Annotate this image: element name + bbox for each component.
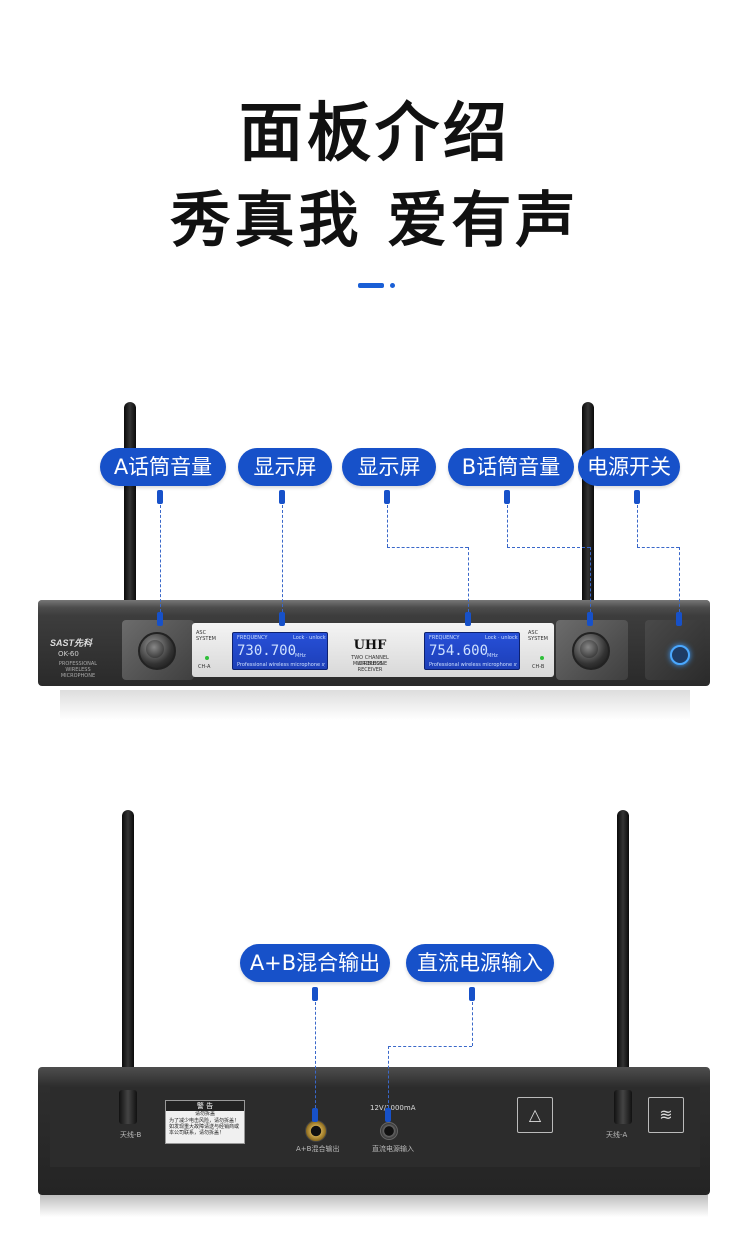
volume-b-knob-cap [580,640,598,658]
rear-shadow [40,1195,708,1217]
uhf-subtitle-1: TWO CHANNEL WIRELESS [351,655,389,667]
brand-logo: SAST先科 [50,638,93,648]
warning-subtitle: 请勿拆盖 [194,1111,215,1117]
marker-power-bottom [676,612,682,626]
marker-power-top [634,490,640,504]
leader-dc-input-1 [472,1002,473,1046]
leader-display-b-2 [387,547,468,548]
triangle-waves-icon: ≋ [648,1097,684,1133]
warning-title: 警 告 [166,1101,244,1111]
marker-mix-output-top [312,987,318,1001]
mix-output-label: A+B混合输出 [296,1145,340,1153]
leader-power-3 [679,547,680,612]
ch-a-label: CH-A [198,664,211,670]
callout-volume-b: B话筒音量 [448,448,574,486]
lcd-b-footer: Professional wireless microphone system [429,662,517,668]
triangle-mountain-icon: △ [517,1097,553,1133]
lcd-b-lock: Lock · unlock [485,635,518,641]
front-antenna-right [582,402,594,602]
lcd-a-freq-label: FREQUENCY [237,635,268,641]
marker-display-a-bottom [279,612,285,626]
marker-volume-a-top [157,490,163,504]
leader-dc-input-2 [388,1046,472,1047]
leader-dc-input-3 [388,1046,389,1108]
warning-label: 警 告 请勿拆盖 为了减少电击风险，请勿拆盖！如发现重大故障请送与经销商或本公司… [165,1100,245,1144]
ch-b-label: CH-B [532,664,545,670]
marker-dc-input-bottom [385,1108,391,1122]
front-panel-top [38,600,710,608]
leader-display-a [282,505,283,612]
lcd-b: FREQUENCY Lock · unlock 754.600 MHz Prof… [424,632,520,670]
warning-text: 为了减少电击风险，请勿拆盖！如发现重大故障请送与经销商或本公司联系，请勿拆盖！ [169,1118,240,1136]
marker-volume-b-bottom [587,612,593,626]
lcd-a-lock: Lock · unlock [293,635,326,641]
leader-display-b-3 [468,547,469,612]
leader-power-1 [637,505,638,547]
rear-antenna-a [617,810,629,1080]
front-reflection [60,690,690,720]
marker-mix-output-bottom [312,1108,318,1122]
callout-power: 电源开关 [578,448,680,486]
rear-antenna-a-connector [614,1090,632,1124]
page-subtitle: 秀真我 爱有声 [170,186,580,256]
lcd-a: FREQUENCY Lock · unlock 730.700 MHz Prof… [232,632,328,670]
ch-a-led [205,656,209,660]
dc-input-label: 直流电源输入 [372,1145,414,1153]
leader-power-2 [637,547,679,548]
leader-display-b-1 [387,505,388,547]
model-label: OK-60 [58,650,79,658]
rear-antenna-b-connector [119,1090,137,1124]
marker-display-a-top [279,490,285,504]
uhf-subtitle-2: MICROPHONE RECEIVER [352,661,388,673]
asc-label-a: ASC SYSTEM [196,630,216,642]
lcd-b-freq-label: FREQUENCY [429,635,460,641]
mix-output-jack[interactable] [305,1120,327,1142]
callout-display-a: 显示屏 [238,448,332,486]
leader-volume-b-3 [590,547,591,612]
leader-volume-b-2 [507,547,590,548]
rear-antenna-b [122,810,134,1080]
page-title: 面板介绍 [239,97,511,171]
dc-input-jack[interactable] [380,1122,398,1140]
uhf-label: UHF [353,638,387,653]
divider-dot [390,283,395,288]
callout-dc-input: 直流电源输入 [406,944,554,982]
marker-display-b-bottom [465,612,471,626]
leader-volume-b-1 [507,505,508,547]
marker-dc-input-top [469,987,475,1001]
callout-volume-a: A话筒音量 [100,448,226,486]
lcd-a-unit: MHz [295,653,306,659]
lcd-a-footer: Professional wireless microphone system [237,662,325,668]
asc-label-b: ASC SYSTEM [528,630,548,642]
model-subtitle: PROFESSIONAL WIRELESS MICROPHONE [58,661,98,679]
callout-display-b: 显示屏 [342,448,436,486]
power-rating-label: 12V/1000mA [370,1104,416,1112]
leader-volume-a [160,505,161,612]
rear-panel-inset [50,1087,700,1167]
divider-bar [358,283,384,288]
marker-volume-a-bottom [157,612,163,626]
callout-mix-output: A+B混合输出 [240,944,390,982]
volume-a-knob-cap [146,640,164,658]
lcd-a-frequency: 730.700 [237,643,297,659]
volume-b-knob[interactable] [572,632,610,670]
power-button[interactable] [670,645,690,665]
leader-mix-output [315,1002,316,1108]
lcd-b-unit: MHz [487,653,498,659]
ch-b-led [540,656,544,660]
antenna-a-label: 天线-A [606,1131,628,1139]
marker-volume-b-top [504,490,510,504]
antenna-b-label: 天线-B [120,1131,142,1139]
volume-a-knob[interactable] [138,632,176,670]
front-antenna-left [124,402,136,602]
lcd-b-frequency: 754.600 [429,643,489,659]
marker-display-b-top [384,490,390,504]
